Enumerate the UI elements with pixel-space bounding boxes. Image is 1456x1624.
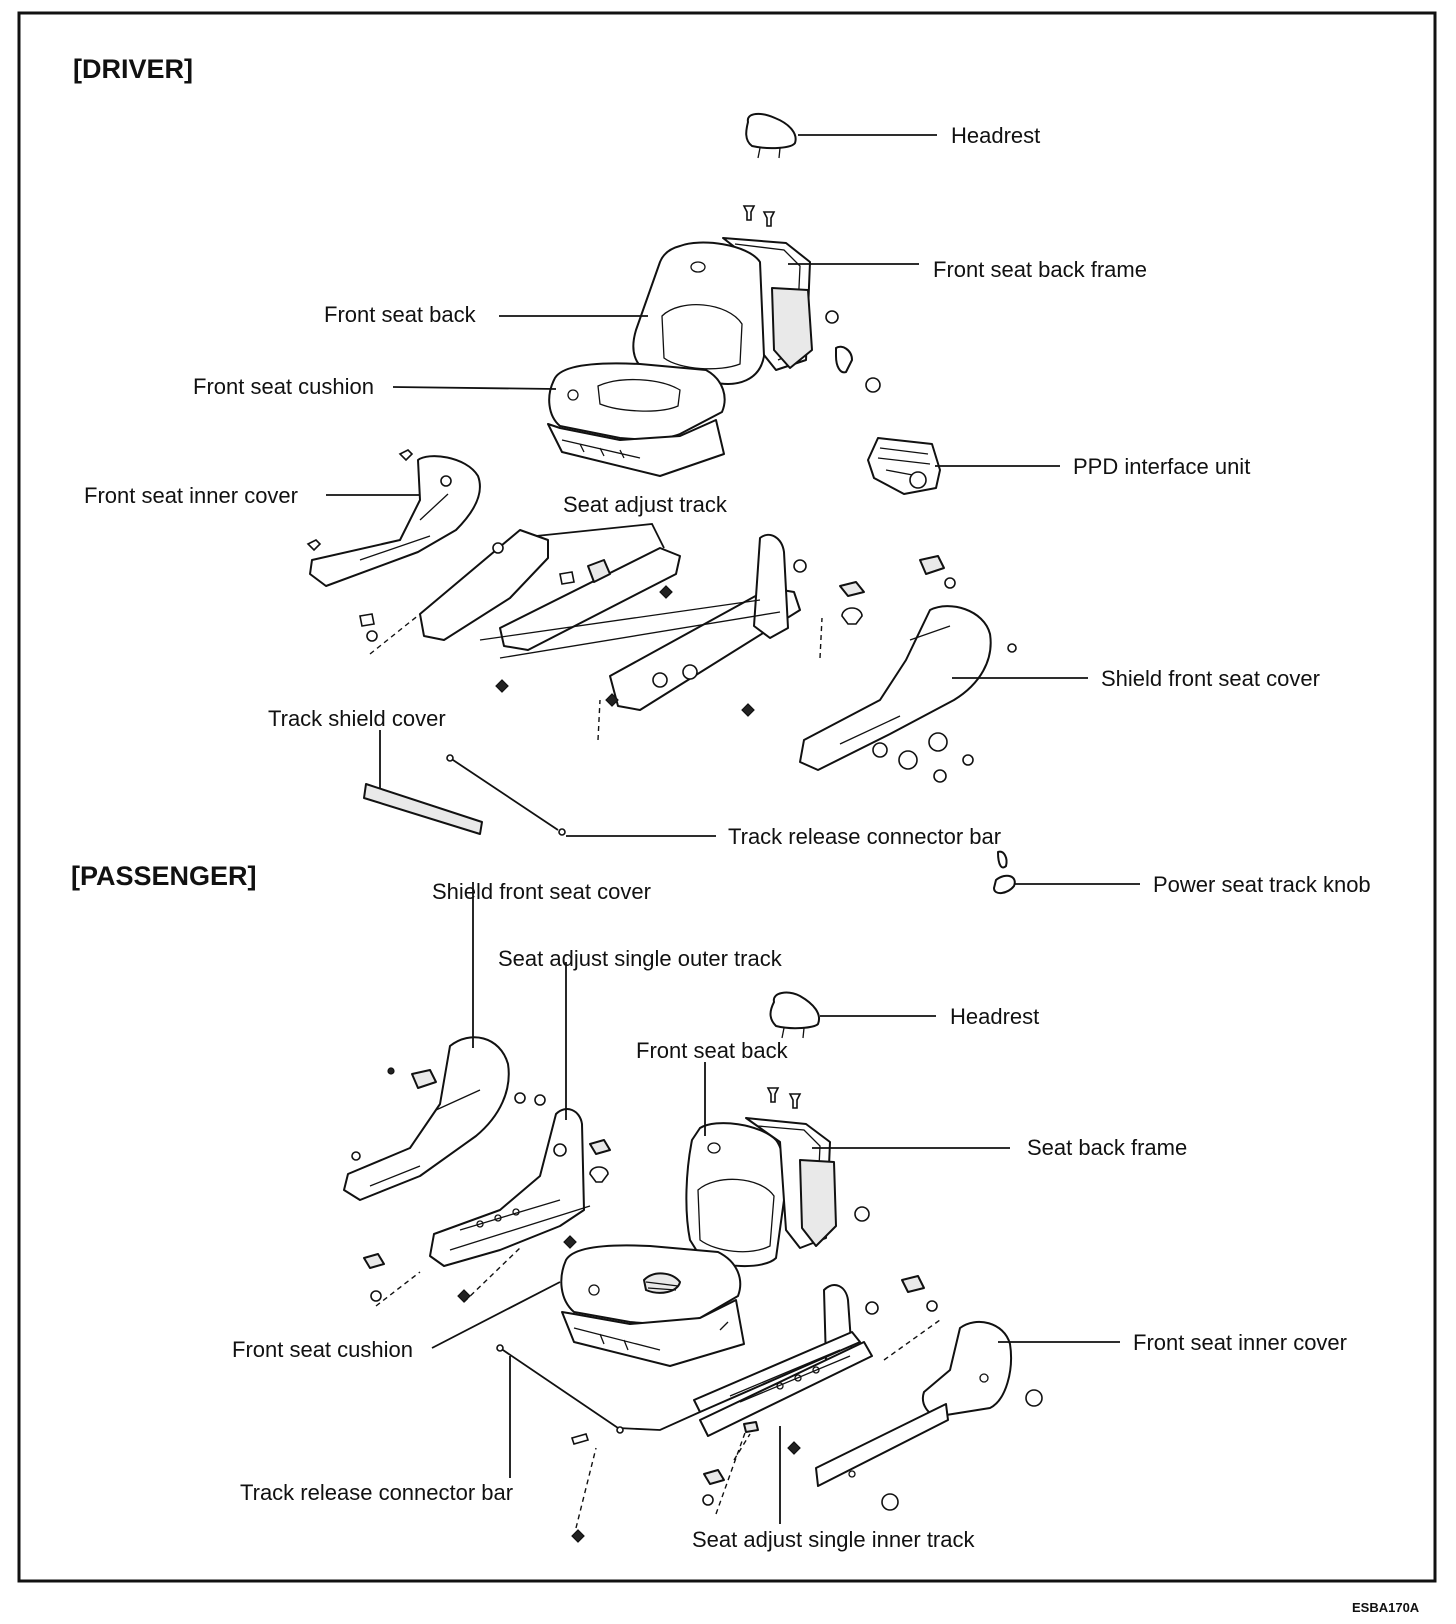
- passenger-seat-back-frame-part: [745, 1117, 870, 1249]
- power-seat-track-knob-label: Power seat track knob: [1153, 872, 1371, 897]
- driver-seat-cushion-part: [547, 362, 726, 477]
- driver-connector-bar-label: Track release connector bar: [728, 824, 1001, 849]
- driver-headrest-label: Headrest: [951, 123, 1040, 148]
- driver-seat-adjust-track-part: [359, 529, 865, 717]
- track-shield-cover-part: [363, 783, 483, 835]
- passenger-section-title: [PASSENGER]: [71, 861, 257, 891]
- driver-seat-cushion-leader: [392, 386, 557, 390]
- passenger-inner-cover-label: Front seat inner cover: [1133, 1330, 1347, 1355]
- track-shield-cover-label: Track shield cover: [268, 706, 446, 731]
- passenger-seat-cushion-label: Front seat cushion: [232, 1337, 413, 1362]
- passenger-inner-cover-part: [815, 1320, 1043, 1511]
- driver-inner-cover-label: Front seat inner cover: [84, 483, 298, 508]
- driver-seat-back-frame-part: [722, 237, 881, 393]
- figure-code: ESBA170A: [1352, 1600, 1420, 1615]
- ppd-interface-unit-part: [867, 437, 941, 495]
- passenger-outer-guide-lines: [375, 1247, 521, 1307]
- passenger-connector-bar-label: Track release connector bar: [240, 1480, 513, 1505]
- passenger-headrest-label: Headrest: [950, 1004, 1039, 1029]
- driver-inner-cover-part: [306, 449, 481, 587]
- driver-shield-cover-label: Shield front seat cover: [1101, 666, 1320, 691]
- passenger-outer-track-part: [363, 1108, 611, 1303]
- driver-seat-adjust-track-label: Seat adjust track: [563, 492, 728, 517]
- passenger-headrest-part: [769, 991, 820, 1039]
- diagram-border: [17, 11, 1437, 1583]
- passenger-connector-bar-part: [496, 1344, 701, 1434]
- driver-seat-back-label: Front seat back: [324, 302, 477, 327]
- passenger-seat-back-frame-label: Seat back frame: [1027, 1135, 1187, 1160]
- driver-seat-back-part: [632, 241, 765, 385]
- passenger-shield-cover-part: [343, 1036, 546, 1201]
- driver-section-title: [DRIVER]: [73, 54, 193, 84]
- passenger-seat-back-part: [685, 1087, 802, 1267]
- driver-headrest-part: [745, 112, 797, 159]
- passenger-seat-back-label: Front seat back: [636, 1038, 789, 1063]
- power-seat-track-knob-part: [993, 850, 1016, 894]
- ppd-interface-unit-label: PPD interface unit: [1073, 454, 1250, 479]
- passenger-inner-track-part: [570, 1275, 938, 1543]
- driver-connector-bar-part: [446, 754, 566, 836]
- passenger-shield-cover-label: Shield front seat cover: [432, 879, 651, 904]
- passenger-inner-track-label: Seat adjust single inner track: [692, 1527, 975, 1552]
- passenger-outer-track-label: Seat adjust single outer track: [498, 946, 783, 971]
- passenger-seat-cushion-leader: [431, 1281, 561, 1349]
- driver-headrest-guide-bolts: [742, 205, 776, 227]
- driver-track-guide-lines: [369, 613, 823, 741]
- passenger-seat-cushion-part: [560, 1244, 745, 1367]
- driver-seat-back-frame-label: Front seat back frame: [933, 257, 1147, 282]
- driver-seat-cushion-label: Front seat cushion: [193, 374, 374, 399]
- driver-seat-adjust-track-leader: [535, 523, 665, 549]
- driver-shield-cover-part: [799, 555, 1017, 783]
